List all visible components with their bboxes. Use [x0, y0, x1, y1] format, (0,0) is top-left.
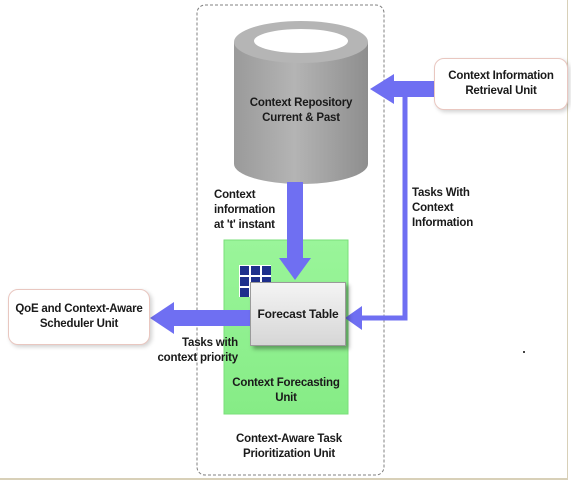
- tasks-priority-line1: Tasks with: [182, 337, 238, 349]
- arrow-forecast-to-scheduler: [150, 302, 250, 334]
- context-info-line2: information: [214, 204, 276, 216]
- arrow-tasks-to-forecast: [345, 89, 408, 330]
- scheduler-unit-line1: QoE and Context-Aware: [15, 303, 143, 315]
- prioritization-unit-boundary: [196, 4, 385, 476]
- tasks-info-line3: Information: [412, 217, 474, 229]
- tasks-priority-line2: context priority: [157, 352, 238, 364]
- prioritization-unit-line1: Context-Aware Task: [236, 433, 342, 445]
- arrow-repo-to-forecast: [279, 182, 311, 280]
- repository-label: Context Repository Current & Past: [234, 96, 368, 126]
- scheduler-unit-line2: Scheduler Unit: [39, 318, 119, 330]
- context-info-line1: Context: [214, 189, 256, 201]
- tasks-priority-edge-label: Tasks with context priority: [146, 336, 238, 366]
- repository-cylinder: [234, 21, 368, 184]
- forecast-table-label: Forecast Table: [257, 307, 339, 321]
- retrieval-unit-line2: Retrieval Unit: [465, 85, 537, 97]
- repository-label-line1: Context Repository: [249, 97, 353, 109]
- tasks-info-line2: Context: [412, 202, 454, 214]
- forecast-table: Forecast Table: [250, 282, 346, 346]
- retrieval-unit-box: Context Information Retrieval Unit: [434, 58, 568, 110]
- prioritization-unit-label: Context-Aware Task Prioritization Unit: [214, 432, 364, 462]
- forecasting-unit-label: Context Forecasting Unit: [224, 376, 348, 406]
- prioritization-unit-line2: Prioritization Unit: [242, 448, 336, 460]
- context-info-edge-label: Context information at 't' instant: [214, 188, 294, 233]
- context-info-line3: at 't' instant: [214, 219, 275, 231]
- forecasting-unit-line1: Context Forecasting: [232, 377, 340, 389]
- tasks-info-edge-label: Tasks With Context Information: [412, 186, 492, 231]
- forecasting-unit-line2: Unit: [275, 392, 297, 404]
- retrieval-unit-line1: Context Information: [448, 70, 554, 82]
- tasks-info-line1: Tasks With: [412, 187, 470, 199]
- repository-label-line2: Current & Past: [262, 112, 340, 124]
- speck-dot: [523, 351, 525, 353]
- scheduler-unit-box: QoE and Context-Aware Scheduler Unit: [8, 289, 150, 345]
